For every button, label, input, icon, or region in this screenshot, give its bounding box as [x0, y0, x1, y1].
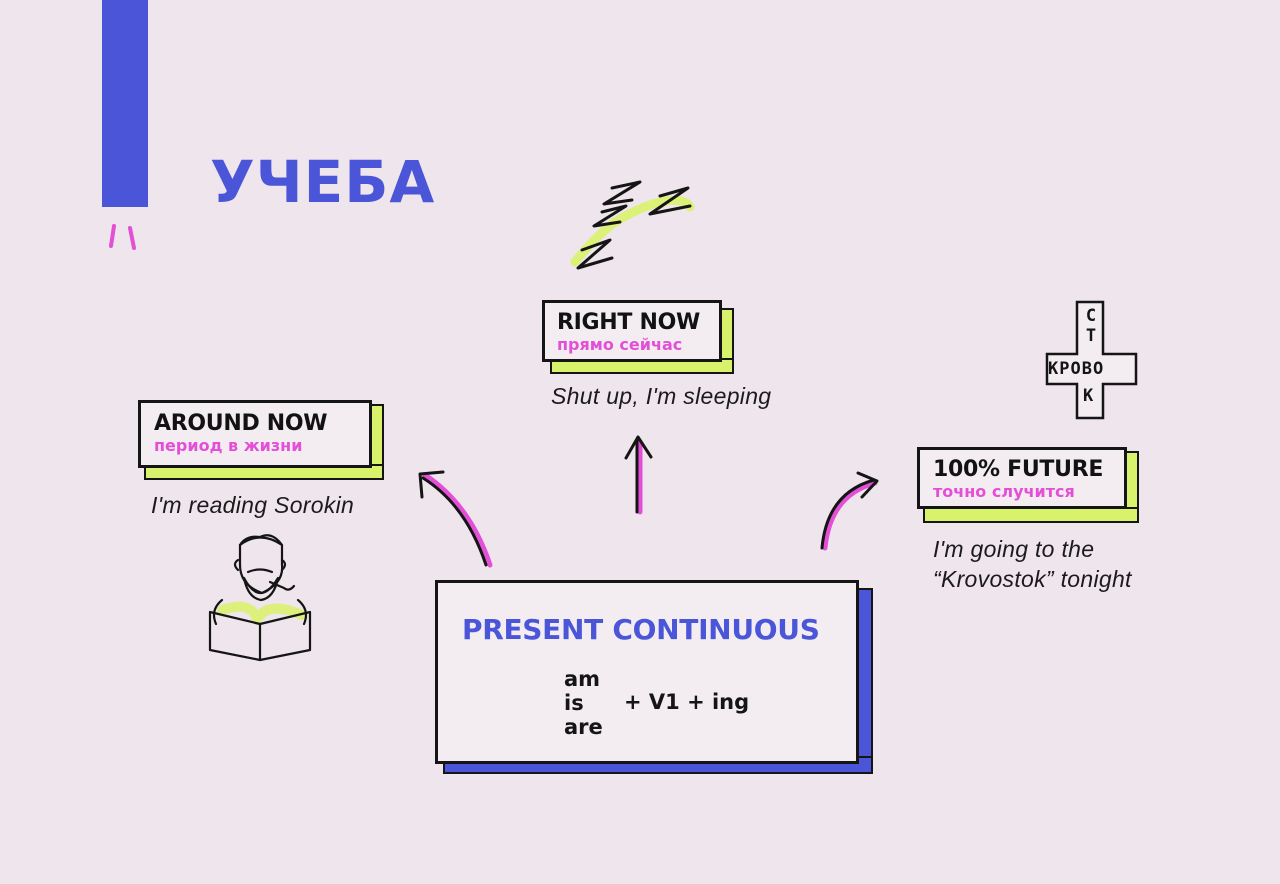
arrow-left-icon	[418, 470, 493, 568]
example-future: I'm going to the “Krovostok” tonight	[933, 534, 1132, 594]
formula: + V1 + ing	[624, 690, 750, 714]
sleep-zzz-icon	[570, 180, 695, 270]
example-line: “Krovostok” tonight	[933, 566, 1132, 592]
logo-letter: С	[1085, 306, 1097, 326]
card-subtitle: период в жизни	[154, 436, 303, 456]
aux-verb: am	[564, 667, 601, 691]
card-title: 100% FUTURE	[933, 457, 1104, 482]
example-line: I'm going to the	[933, 536, 1095, 562]
card-title: AROUND NOW	[154, 411, 328, 436]
logo-letter: Т	[1085, 326, 1097, 346]
reading-man-icon	[208, 534, 312, 662]
arrow-right-icon	[820, 471, 879, 551]
aux-verb: are	[564, 715, 603, 739]
card-subtitle: точно случится	[933, 482, 1075, 502]
logo-letters-top: С Т	[1082, 306, 1100, 346]
page-title: УЧЕБА	[210, 148, 436, 216]
main-title: PRESENT CONTINUOUS	[462, 613, 820, 646]
accent-bar	[102, 0, 148, 207]
aux-verb-list: am is are	[564, 667, 603, 739]
logo-letters-row: КРОВО	[1048, 359, 1105, 379]
card-subtitle: прямо сейчас	[557, 335, 683, 355]
example-right-now: Shut up, I'm sleeping	[551, 383, 772, 409]
aux-verb: is	[564, 691, 584, 715]
krovostok-logo-icon	[1045, 300, 1138, 420]
card-title: RIGHT NOW	[557, 310, 700, 335]
logo-letter-bottom: К	[1083, 386, 1094, 406]
arrow-up-icon	[624, 435, 653, 515]
example-around-now: I'm reading Sorokin	[151, 492, 355, 518]
